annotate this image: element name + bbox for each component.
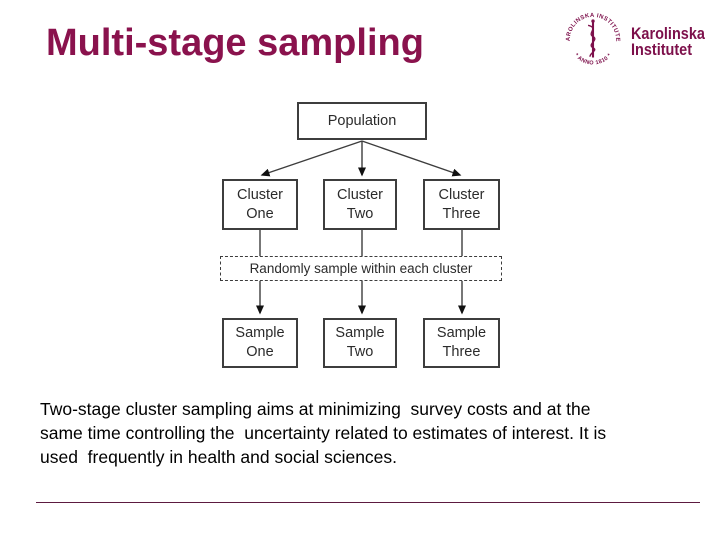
cluster-three-box: Cluster Three: [423, 179, 500, 230]
cluster-three-label-line1: Cluster: [438, 186, 485, 203]
sample-two-label-line2: Two: [346, 344, 374, 360]
arrow-population-cluster3: [361, 140, 462, 177]
cluster-three-label-line2: Three: [442, 205, 481, 222]
cluster-one-label-line2: One: [246, 205, 274, 222]
sample-three-label-line1: Sample: [436, 325, 487, 341]
sample-three-label-line2: Three: [442, 344, 481, 360]
slide-title: Multi-stage sampling: [46, 22, 424, 64]
cluster-one-label-line1: Cluster: [237, 186, 283, 203]
population-box: Population: [297, 102, 427, 140]
sample-one-label-line1: Sample: [235, 325, 285, 341]
population-label: Population: [327, 112, 397, 129]
body-text: Two-stage cluster sampling aims at minim…: [40, 397, 606, 469]
body-line: Two-stage cluster sampling aims at minim…: [40, 399, 591, 419]
body-line: same time controlling the uncertainty re…: [40, 423, 607, 443]
cluster-two-label-line2: Two: [346, 205, 374, 222]
wordmark-line-2: Institutet: [631, 39, 693, 59]
random-sample-instruction-box: Randomly sample within each cluster: [220, 256, 502, 281]
sample-two-label-line1: Sample: [335, 325, 385, 341]
sample-three-box: Sample Three: [423, 318, 500, 368]
sample-one-label-line2: One: [246, 344, 274, 360]
body-line: used frequently in health and social sci…: [40, 447, 398, 467]
cluster-one-box: Cluster One: [222, 179, 298, 230]
cluster-two-label-line1: Cluster: [337, 186, 383, 203]
staff-and-snake-icon: [587, 19, 596, 58]
cluster-two-box: Cluster Two: [323, 179, 397, 230]
karolinska-wordmark: Karolinska Institutet: [631, 24, 705, 59]
karolinska-seal-icon: KAROLINSKA INSTITUTET * ANNO 1810 *: [558, 5, 620, 67]
wordmark-line-1: Karolinska: [631, 24, 705, 43]
arrow-population-cluster1: [260, 140, 363, 177]
sample-one-box: Sample One: [222, 318, 298, 368]
random-sample-instruction-label: Randomly sample within each cluster: [249, 261, 473, 276]
footer-divider: [36, 502, 700, 503]
sample-two-box: Sample Two: [323, 318, 397, 368]
